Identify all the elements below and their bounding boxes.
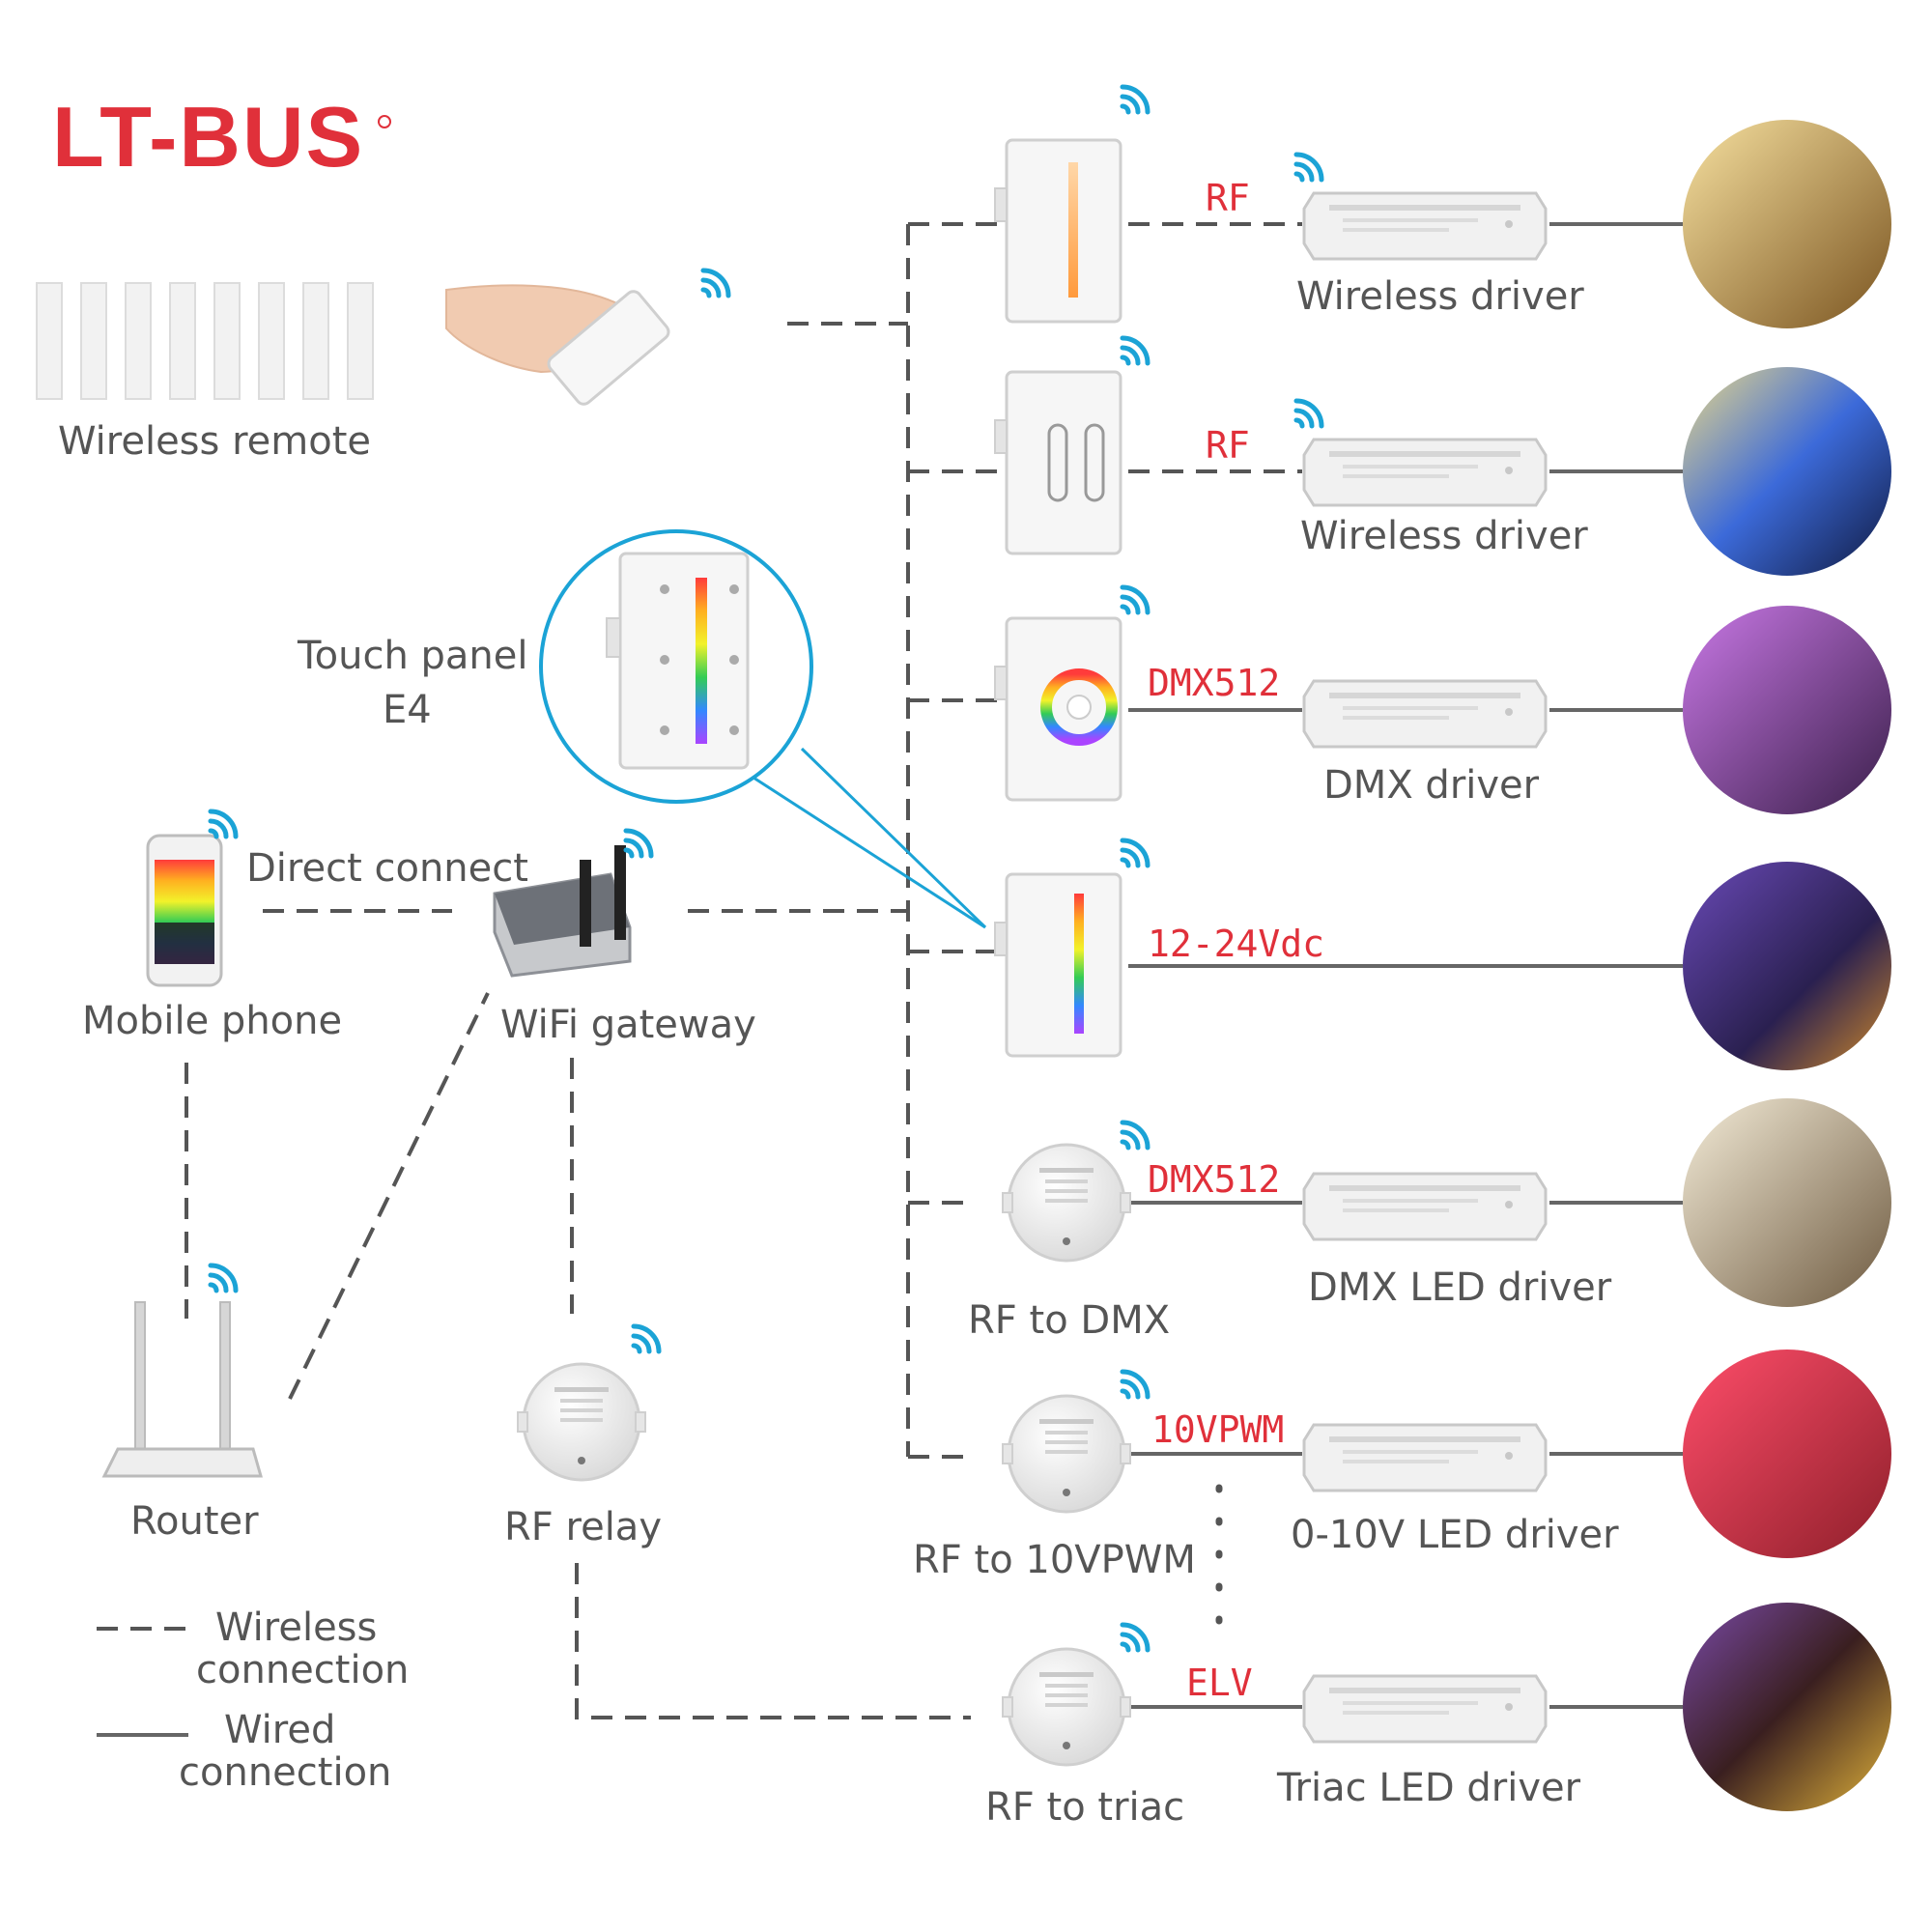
driver-row-7	[1302, 1674, 1548, 1744]
driver-label-row-1: Wireless driver	[1296, 274, 1584, 319]
signal-label-row-5: DMX512	[1148, 1158, 1280, 1201]
touch-panel-model: E4	[383, 688, 432, 732]
wifi-gateway-label: WiFi gateway	[500, 1003, 756, 1047]
wifi-signal-icon	[634, 1326, 659, 1351]
touch-panel-row-2	[993, 370, 1122, 555]
driver-row-1	[1302, 191, 1548, 261]
room-photo-row-1	[1683, 120, 1891, 328]
legend-wireless-line2: connection	[196, 1648, 409, 1692]
wifi-signal-icon	[1122, 840, 1148, 866]
router-image	[101, 1301, 263, 1478]
signal-label-row-2: RF	[1206, 424, 1250, 467]
wifi-signal-icon	[1296, 401, 1321, 426]
hand-remote-image	[445, 284, 670, 406]
wireless-remote-stack	[36, 282, 374, 400]
wifi-signal-icon	[1296, 155, 1321, 180]
touch-panel-e4-large	[606, 552, 750, 770]
rf-relay-image	[516, 1362, 647, 1482]
device-label-rf-to-10vpwm: RF to 10VPWM	[913, 1538, 1196, 1582]
driver-label-row-7: Triac LED driver	[1276, 1766, 1581, 1810]
touch-panel-label: Touch panel	[297, 634, 528, 678]
legend-wireless-line1: Wireless	[215, 1605, 377, 1650]
room-photo-row-5	[1683, 1098, 1891, 1307]
wifi-signal-icon	[1122, 587, 1148, 612]
room-photo-row-6	[1683, 1350, 1891, 1558]
rf-to-10vpwm-image	[1001, 1394, 1132, 1514]
wifi-gateway-image	[493, 845, 632, 978]
touch-panel-row-4	[993, 872, 1122, 1058]
rf-to-dmx-image	[1001, 1143, 1132, 1263]
driver-label-row-2: Wireless driver	[1300, 514, 1588, 558]
driver-row-6	[1302, 1423, 1548, 1492]
room-photo-row-3	[1683, 606, 1891, 814]
wifi-signal-icon	[211, 811, 236, 837]
touch-panel-row-1	[993, 138, 1122, 324]
mobile-phone-image	[146, 834, 223, 987]
registered-mark-icon	[378, 115, 391, 128]
wifi-signal-icon	[1122, 1372, 1148, 1397]
wireless-remote-label: Wireless remote	[58, 419, 371, 464]
rf-relay-label: RF relay	[504, 1505, 662, 1549]
rf-to-triac-image	[1001, 1647, 1132, 1767]
wifi-signal-icon	[703, 270, 728, 296]
driver-label-row-3: DMX driver	[1323, 763, 1540, 808]
signal-label-row-1: RF	[1206, 177, 1250, 219]
driver-row-5	[1302, 1172, 1548, 1241]
wifi-signal-icon	[1122, 1122, 1148, 1148]
signal-label-row-6: 10VPWM	[1151, 1408, 1284, 1451]
direct-connect-label: Direct connect	[246, 846, 528, 891]
legend: Wireless connection Wired connection	[97, 1605, 409, 1795]
wifi-signal-icon	[1122, 1625, 1148, 1650]
device-label-rf-to-dmx: RF to DMX	[968, 1298, 1170, 1343]
connection-lines	[185, 222, 1683, 1719]
signal-label-row-7: ELV	[1186, 1662, 1253, 1704]
signal-label-row-4: 12-24Vdc	[1148, 923, 1324, 965]
room-photo-row-7	[1683, 1603, 1891, 1811]
legend-wired-line1: Wired	[224, 1708, 335, 1752]
legend-wired-line2: connection	[179, 1750, 391, 1795]
device-label-rf-to-triac: RF to triac	[985, 1785, 1184, 1830]
wifi-signal-icon	[1122, 338, 1148, 363]
mobile-phone-label: Mobile phone	[82, 999, 342, 1043]
driver-label-row-6: 0-10V LED driver	[1291, 1513, 1619, 1557]
router-label: Router	[130, 1499, 259, 1544]
driver-row-2	[1302, 438, 1548, 507]
driver-row-3	[1302, 679, 1548, 749]
room-photo-row-4	[1683, 862, 1891, 1070]
wifi-signal-icon	[626, 831, 651, 856]
wifi-signal-icon	[1122, 87, 1148, 112]
touch-panel-row-3	[993, 616, 1122, 802]
brand-logo: LT-BUS	[52, 89, 364, 185]
wifi-signal-icon	[211, 1265, 236, 1291]
signal-label-row-3: DMX512	[1148, 662, 1280, 704]
driver-label-row-5: DMX LED driver	[1308, 1265, 1612, 1310]
room-photo-row-2	[1683, 367, 1891, 576]
